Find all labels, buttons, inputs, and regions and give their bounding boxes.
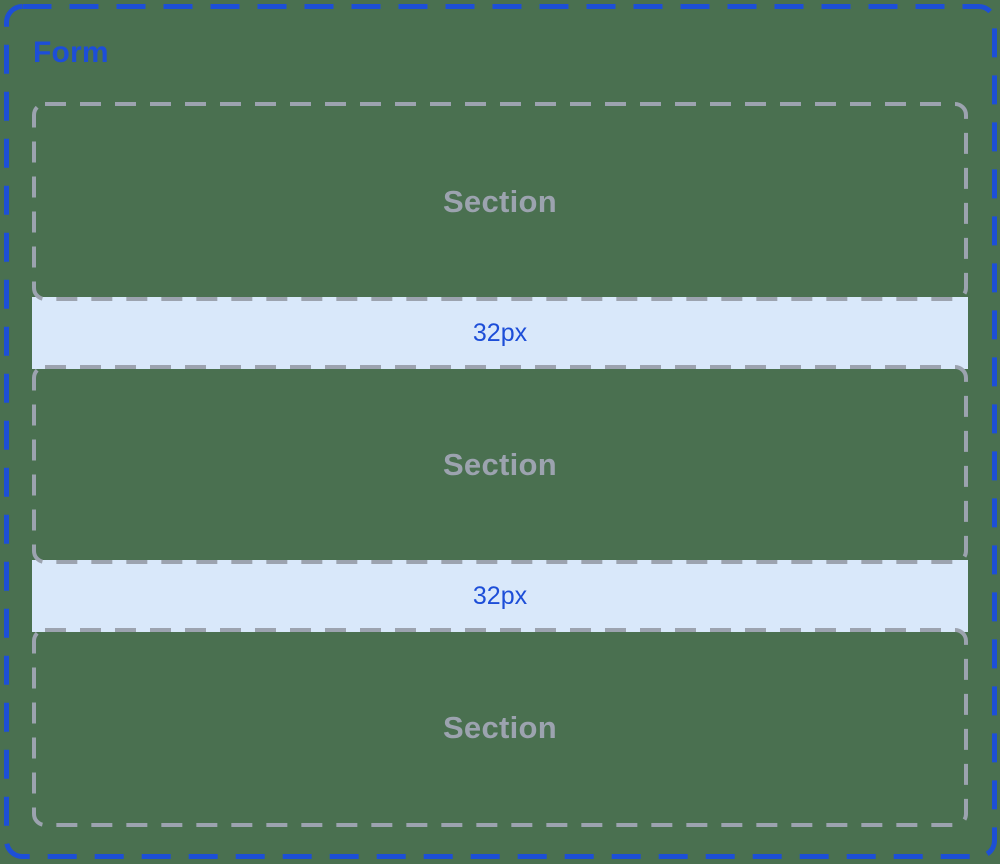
section-stack: Section 32px Section 32px Section bbox=[32, 102, 968, 827]
section-box-2: Section bbox=[32, 365, 968, 564]
section-box-1: Section bbox=[32, 102, 968, 301]
gap-spacer-2: 32px bbox=[32, 560, 968, 632]
section-label: Section bbox=[442, 446, 558, 482]
section-label: Section bbox=[442, 183, 558, 219]
gap-size-label: 32px bbox=[472, 581, 528, 610]
gap-size-label: 32px bbox=[472, 318, 528, 347]
section-box-3: Section bbox=[32, 628, 968, 827]
section-label: Section bbox=[442, 709, 558, 745]
form-label: Form bbox=[33, 36, 109, 69]
gap-spacer-1: 32px bbox=[32, 297, 968, 369]
